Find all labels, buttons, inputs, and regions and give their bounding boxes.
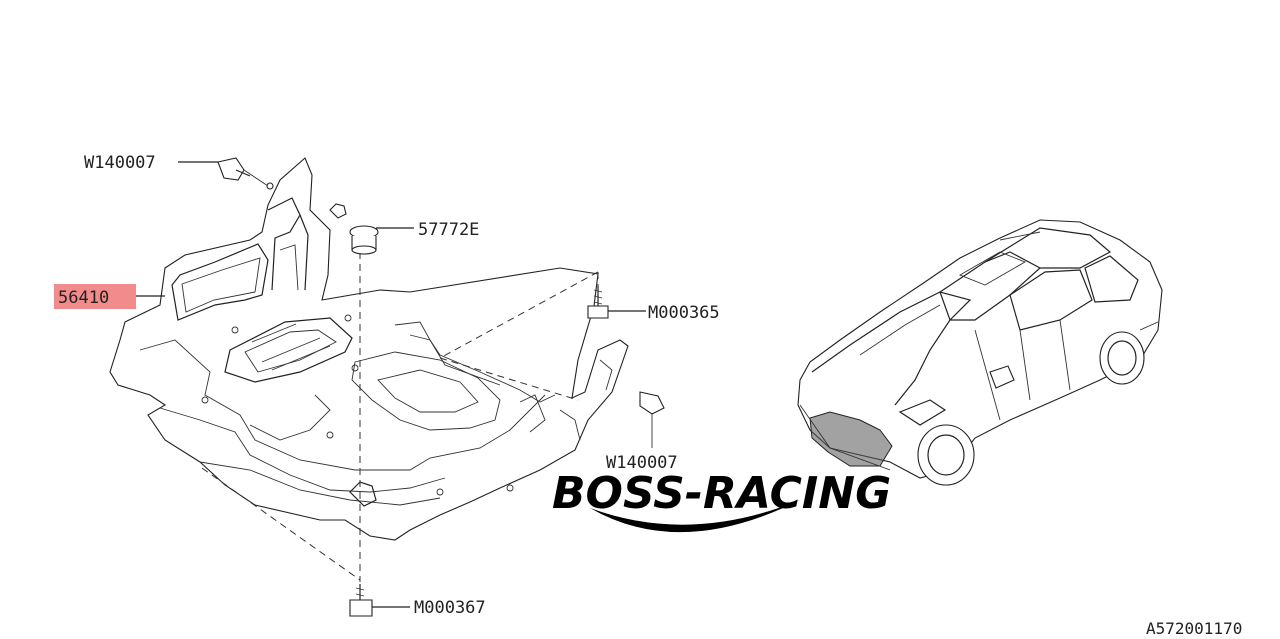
- label-m000367: M000367: [414, 598, 486, 618]
- car-illustration: [797, 219, 1163, 486]
- highlight-56410: [54, 284, 136, 309]
- label-57772e: 57772E: [418, 220, 479, 240]
- label-w140007-side: W140007: [606, 453, 678, 473]
- part-labels: W140007 57772E 56410 M000365 W140007 M00…: [54, 153, 720, 618]
- leader-lines: [136, 161, 646, 608]
- label-56410: 56410: [58, 288, 109, 308]
- watermark: BOSS-RACING: [552, 468, 891, 533]
- assembly-dashed-lines: [201, 252, 599, 582]
- document-id: A572001170: [1146, 619, 1242, 638]
- label-w140007-top: W140007: [84, 153, 156, 173]
- bolt-m000367: [349, 584, 373, 617]
- grille-highlight: [809, 411, 893, 467]
- clip-w140007-side: [639, 391, 665, 448]
- grommet-57772e: [329, 203, 379, 255]
- label-m000365: M000365: [648, 303, 720, 323]
- watermark-text: BOSS-RACING: [552, 468, 891, 519]
- under-cover-drawing: [109, 157, 629, 541]
- bolt-m000365: [587, 286, 609, 319]
- clip-w140007-top: [217, 157, 274, 190]
